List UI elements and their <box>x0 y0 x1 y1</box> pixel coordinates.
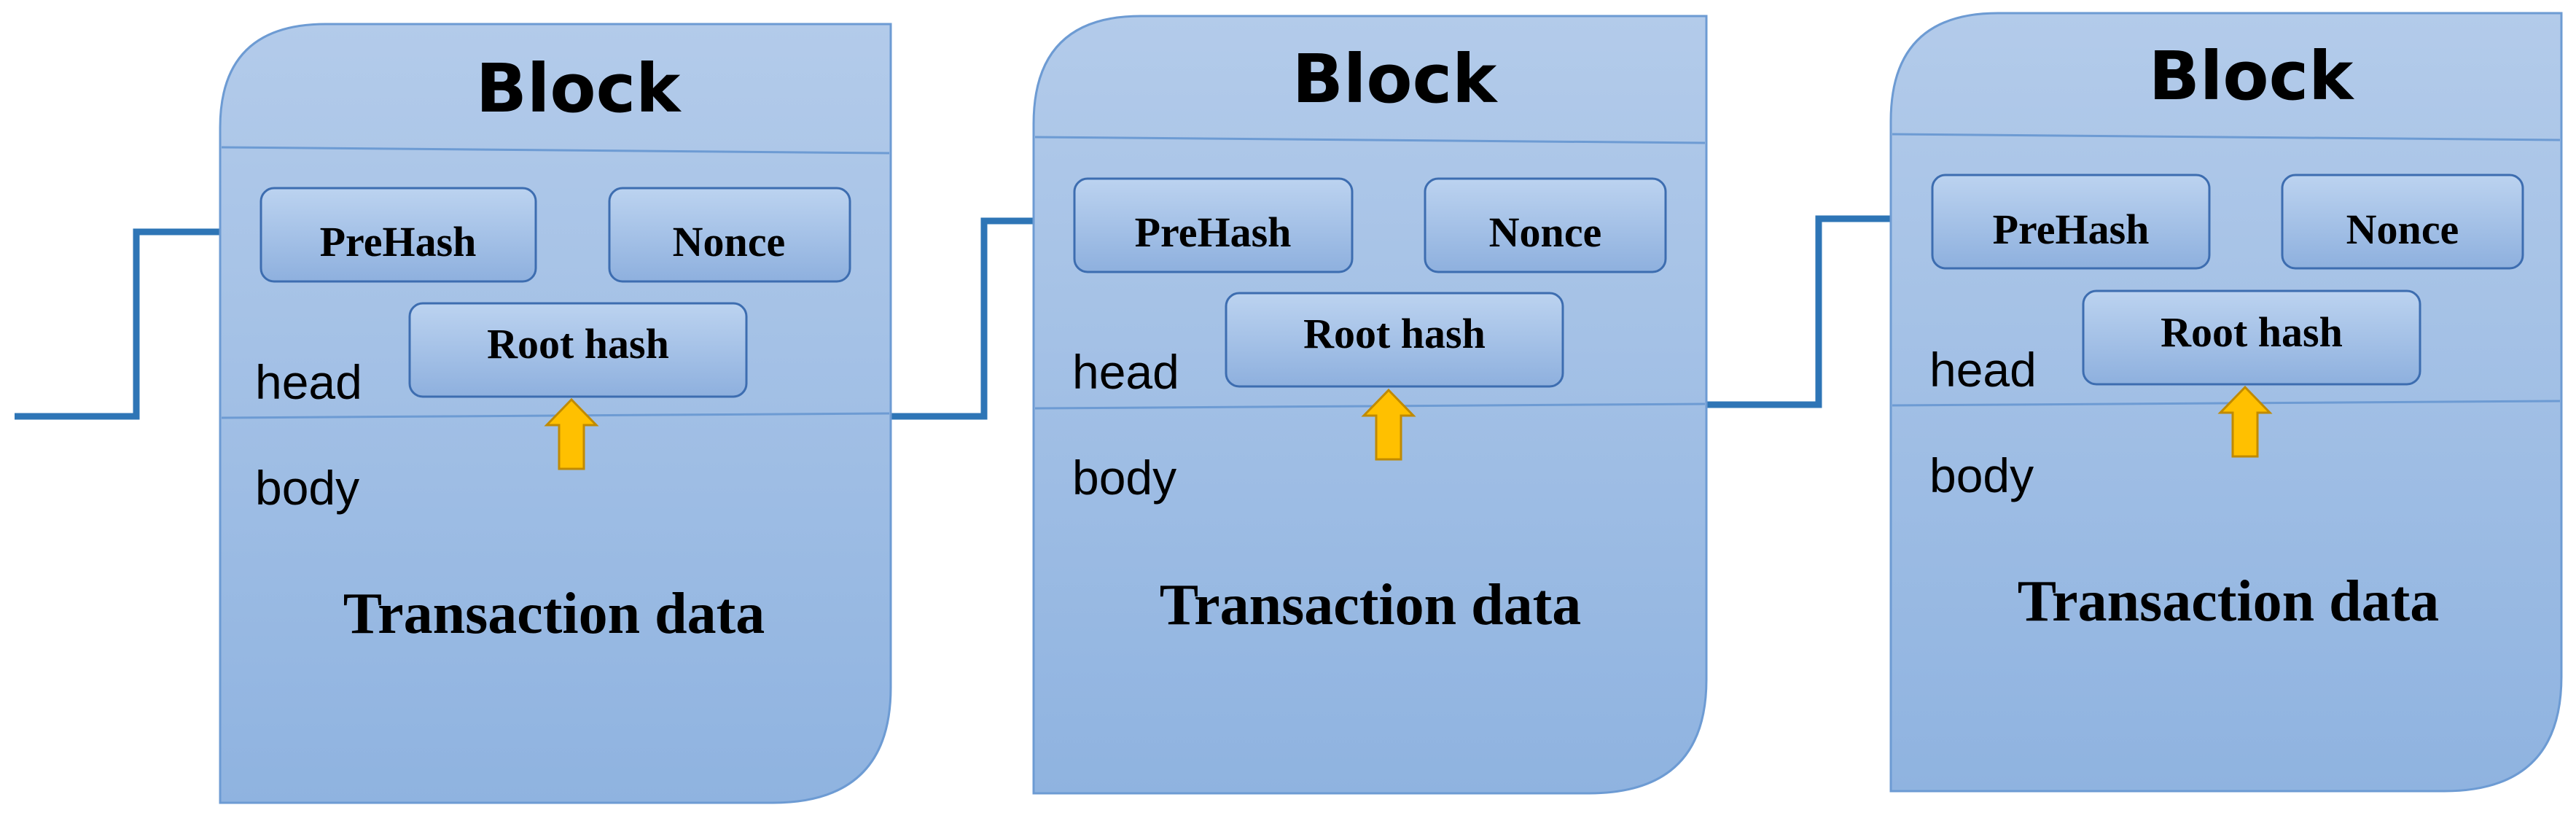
block-1: Block PreHash Nonce Root hash head body … <box>219 23 892 804</box>
head-body-divider <box>1034 402 1706 410</box>
nonce-field: Nonce <box>2281 174 2524 270</box>
nonce-field: Nonce <box>608 187 851 283</box>
block-title: Block <box>476 50 682 128</box>
link-arrow-block1-to-block2 <box>891 206 1077 420</box>
body-label: body <box>1072 451 1176 505</box>
incoming-link-arrow <box>15 217 260 420</box>
root-hash-up-arrow <box>1361 388 1416 461</box>
prehash-field: PreHash <box>1931 174 2211 270</box>
block-title: Block <box>2149 37 2354 115</box>
nonce-field: Nonce <box>1424 177 1667 273</box>
title-divider <box>221 146 890 155</box>
body-label: body <box>255 461 359 515</box>
prehash-label: PreHash <box>1993 206 2150 253</box>
head-label: head <box>1929 343 2037 397</box>
transaction-data-label: Transaction data <box>343 582 765 646</box>
root-hash-up-arrow <box>2217 385 2273 458</box>
transaction-data-label: Transaction data <box>1160 573 1582 637</box>
nonce-label: Nonce <box>1489 209 1602 256</box>
root-hash-field: Root hash <box>2082 289 2421 386</box>
body-label: body <box>1929 448 2034 502</box>
root-hash-field: Root hash <box>408 302 748 398</box>
head-label: head <box>1072 345 1179 399</box>
transaction-data-label: Transaction data <box>2018 569 2440 634</box>
root-hash-field: Root hash <box>1225 292 1564 388</box>
root-hash-label: Root hash <box>487 320 669 367</box>
block-title: Block <box>1292 40 1498 118</box>
head-body-divider <box>1892 400 2561 407</box>
nonce-label: Nonce <box>2346 206 2459 253</box>
prehash-label: PreHash <box>1135 209 1292 256</box>
block-3: Block PreHash Nonce Root hash head body … <box>1889 12 2563 793</box>
title-divider <box>1892 133 2561 141</box>
root-hash-label: Root hash <box>2161 308 2343 356</box>
title-divider <box>1034 136 1706 144</box>
root-hash-up-arrow <box>544 397 599 470</box>
prehash-field: PreHash <box>1073 177 1354 273</box>
head-label: head <box>255 355 362 409</box>
prehash-field: PreHash <box>259 187 537 283</box>
root-hash-label: Root hash <box>1303 310 1486 357</box>
nonce-label: Nonce <box>673 218 786 265</box>
link-arrow-block2-to-block3 <box>1706 203 1935 408</box>
prehash-label: PreHash <box>320 218 477 265</box>
block-2: Block PreHash Nonce Root hash head body … <box>1032 15 1708 795</box>
